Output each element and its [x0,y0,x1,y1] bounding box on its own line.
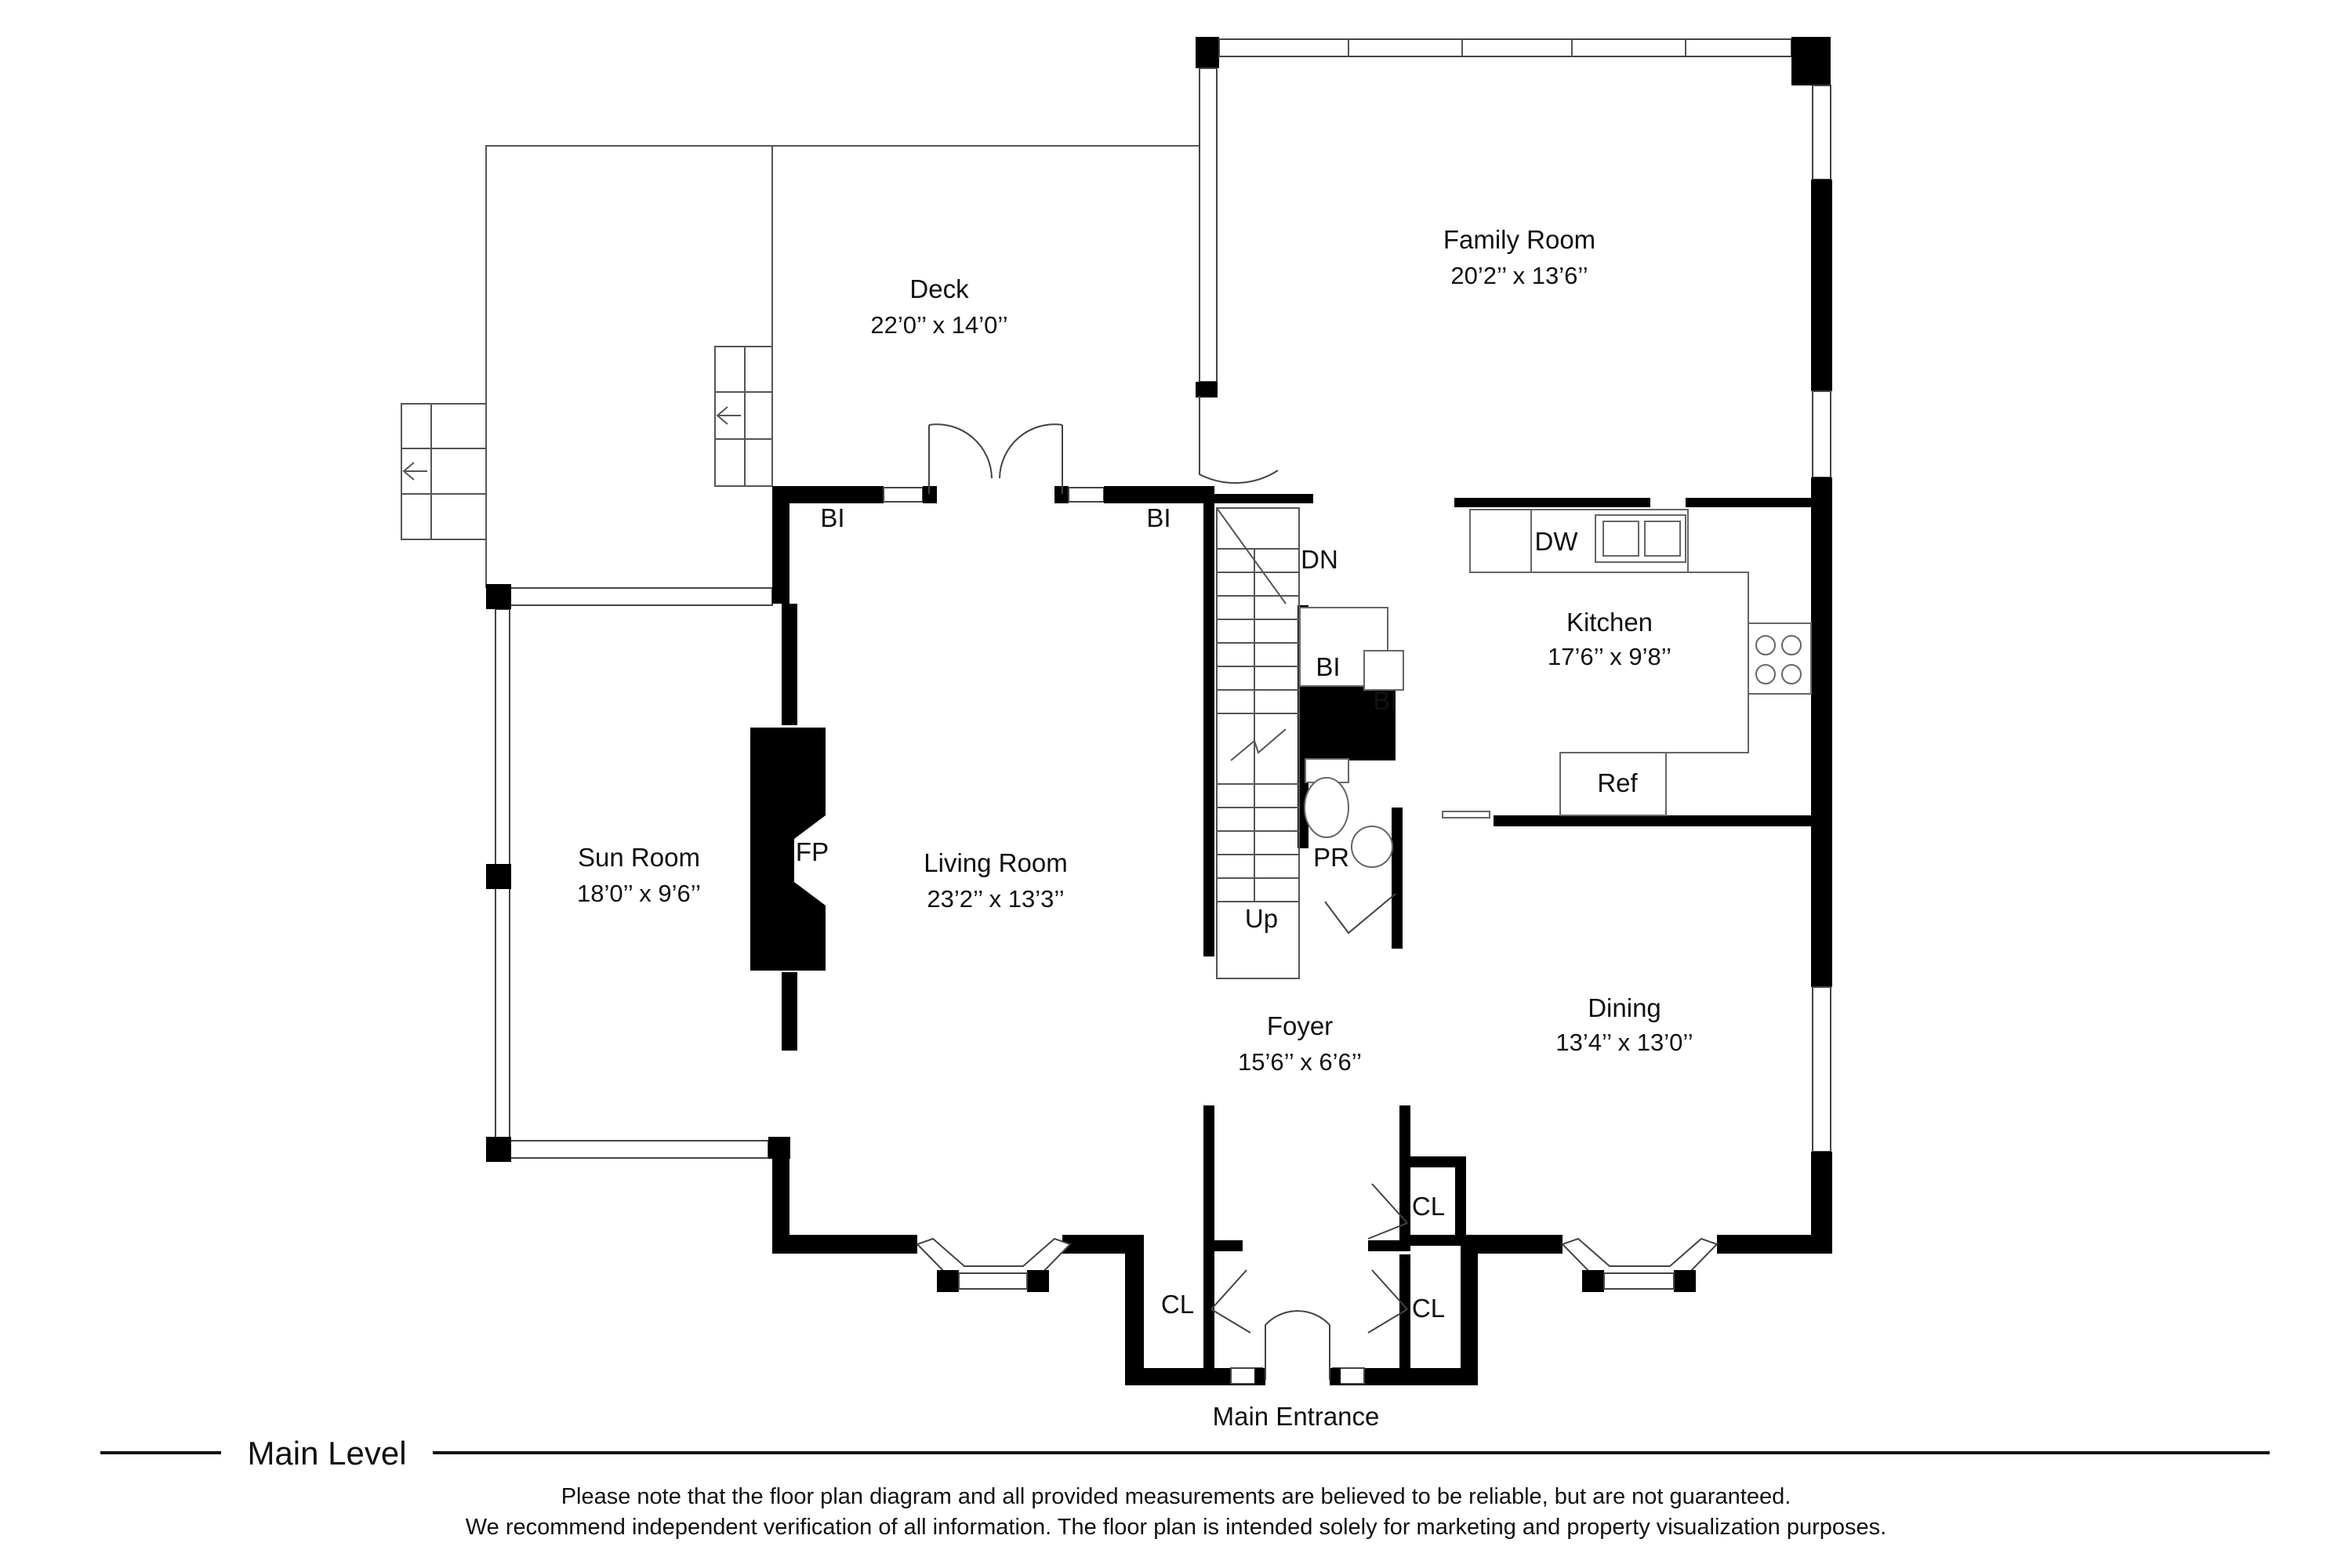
dining-dims: 13’4’’ x 13’0’’ [1555,1029,1693,1056]
sun-room-name: Sun Room [578,843,700,872]
refrigerator-tag: Ref [1597,768,1638,797]
kitchen-dims: 17’6’’ x 9’8’’ [1548,643,1671,670]
foyer-name: Foyer [1267,1011,1333,1040]
living-room-dims: 23’2’’ x 13’3’’ [927,885,1064,913]
bay-window-living [916,1237,1072,1292]
stairs-down-tag: DN [1301,545,1338,574]
staircase [1216,507,1300,979]
deck-name: Deck [909,274,969,303]
closet-tag: CL [1412,1192,1445,1221]
disclaimer-line-1: Please note that the floor plan diagram … [561,1484,1791,1509]
family-room-name: Family Room [1443,225,1595,254]
closet-tag: CL [1412,1294,1445,1323]
bay-window-dining [1561,1237,1719,1292]
living-room-name: Living Room [924,848,1067,877]
powder-room-tag: PR [1313,843,1349,872]
fireplace-tag: FP [796,837,829,866]
sunroom-windows [486,584,790,1162]
deck-dims: 22’0’’ x 14’0’’ [870,311,1007,339]
kitchen-name: Kitchen [1566,608,1653,637]
built-in-tag: BI [1373,686,1397,715]
level-title: Main Level [247,1435,406,1472]
fireplace [750,728,826,971]
built-in-tag: BI [1146,503,1171,532]
disclaimer-line-2: We recommend independent verification of… [466,1515,1886,1540]
family-room-walls [1196,37,1832,1254]
main-entrance-label: Main Entrance [1213,1402,1380,1431]
closet-tag: CL [1161,1290,1194,1319]
foyer-walls [1125,1109,1410,1385]
powder-room [1299,607,1404,868]
dining-name: Dining [1588,993,1661,1022]
sunroom-steps [401,403,487,540]
stairs-up-tag: Up [1245,904,1278,933]
doors [928,396,1408,1380]
family-room-dims: 20’2’’ x 13’6’’ [1450,262,1588,289]
dishwasher-tag: DW [1535,527,1579,556]
foyer-dims: 15’6’’ x 6’6’’ [1238,1048,1362,1076]
deck-steps [714,346,773,487]
sun-room-dims: 18’0’’ x 9’6’’ [577,880,701,907]
kitchen-fixtures [1442,509,1812,818]
built-in-tag: BI [1316,652,1340,681]
built-in-tag: BI [820,503,844,532]
